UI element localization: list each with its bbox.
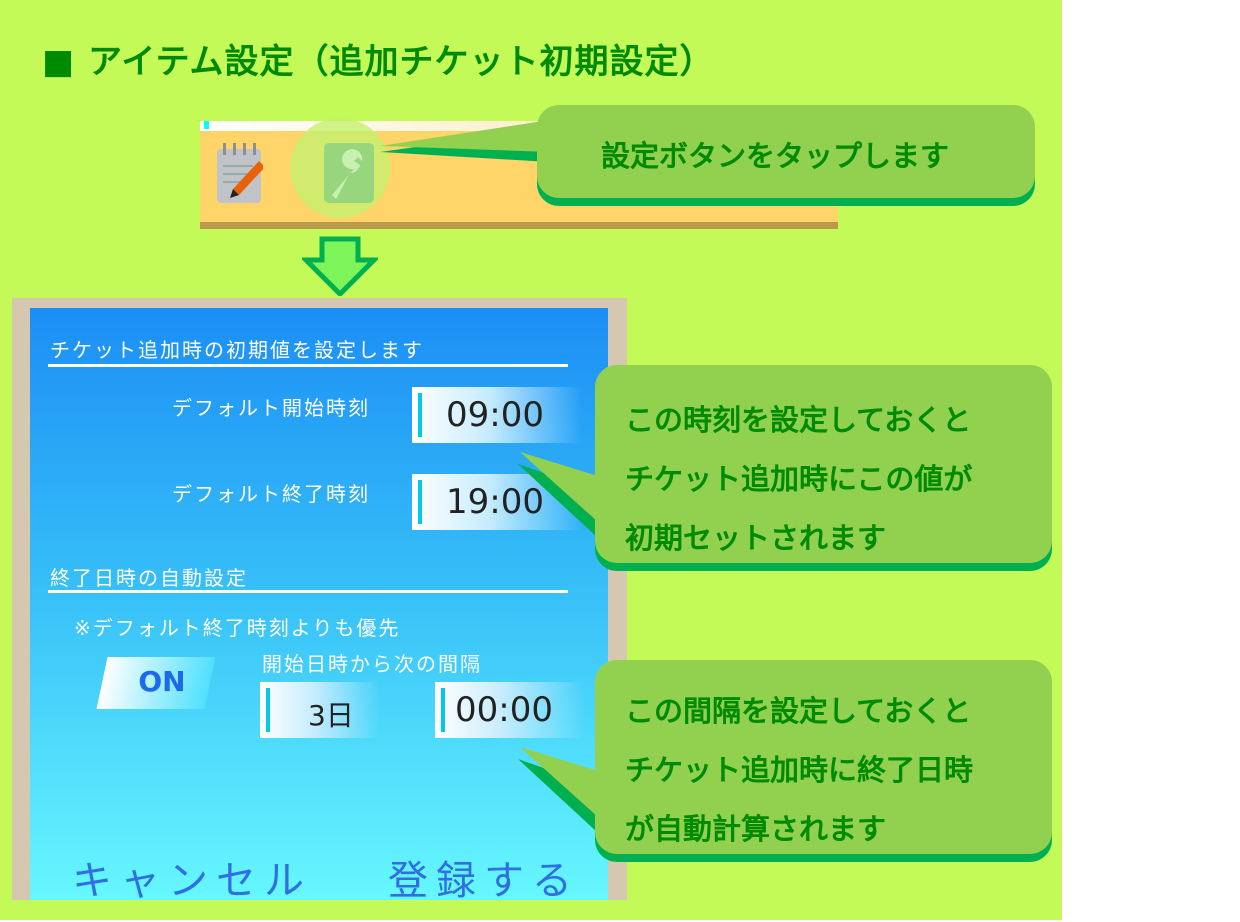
callout-tap: 設定ボタンをタップします <box>537 105 1035 198</box>
auto-set-toggle[interactable]: ON <box>96 657 216 709</box>
priority-note: ※デフォルト終了時刻よりも優先 <box>74 616 401 640</box>
callout-time: この時刻を設定しておくと チケット追加時にこの値が 初期セットされます <box>595 365 1052 563</box>
cancel-button[interactable]: キャンセル <box>72 858 312 904</box>
callout-pointer <box>518 747 598 833</box>
down-arrow-icon <box>302 236 378 296</box>
settings-wrench-button[interactable] <box>324 143 374 203</box>
start-time-label: デフォルト開始時刻 <box>172 396 370 420</box>
end-time-label: デフォルト終了時刻 <box>172 482 370 506</box>
section-title-auto: 終了日時の自動設定 <box>50 566 248 590</box>
notepad-edit-icon[interactable] <box>217 143 263 203</box>
start-time-field[interactable]: 09:00 <box>412 387 582 443</box>
callout-pointer <box>380 120 550 162</box>
settings-dialog: チケット追加時の初期値を設定します デフォルト開始時刻 09:00 デフォルト終… <box>30 308 608 904</box>
page-title: ■ アイテム設定（追加チケット初期設定） <box>42 42 715 82</box>
interval-days-field[interactable]: 3日 <box>260 682 380 738</box>
callout-interval: この間隔を設定しておくと チケット追加時に終了日時 が自動計算されます <box>595 660 1052 854</box>
section-title-initial: チケット追加時の初期値を設定します <box>50 338 424 362</box>
callout-pointer <box>518 452 598 538</box>
interval-label: 開始日時から次の間隔 <box>262 652 482 676</box>
interval-time-field[interactable]: 00:00 <box>435 682 585 738</box>
register-button[interactable]: 登録する <box>388 858 580 904</box>
wrench-icon <box>332 149 363 199</box>
